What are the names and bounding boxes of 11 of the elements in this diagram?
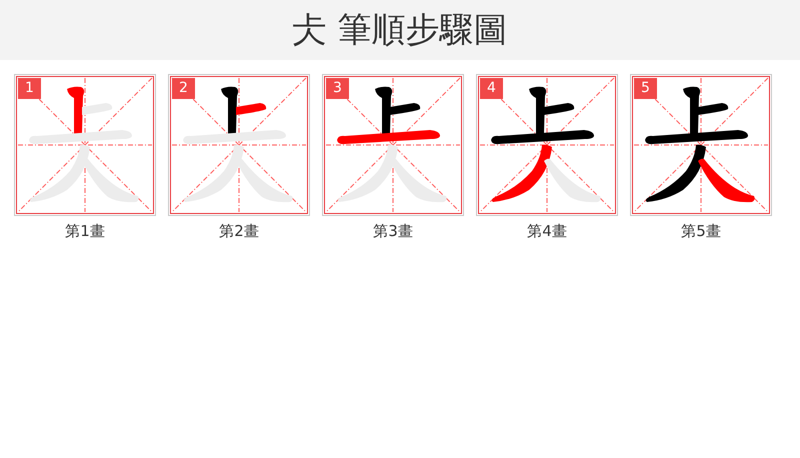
step-caption: 第3畫 — [372, 222, 414, 241]
step-number: 3 — [326, 78, 349, 99]
step-caption: 第4畫 — [526, 222, 568, 241]
step-number: 4 — [480, 78, 503, 99]
step-number: 1 — [18, 78, 41, 99]
step-number: 5 — [634, 78, 657, 99]
step-caption: 第2畫 — [218, 222, 260, 241]
step-caption: 第5畫 — [680, 222, 722, 241]
step-number: 2 — [172, 78, 195, 99]
step-caption: 第1畫 — [64, 222, 106, 241]
page-title: 仧 筆順步驟圖 — [292, 9, 508, 52]
